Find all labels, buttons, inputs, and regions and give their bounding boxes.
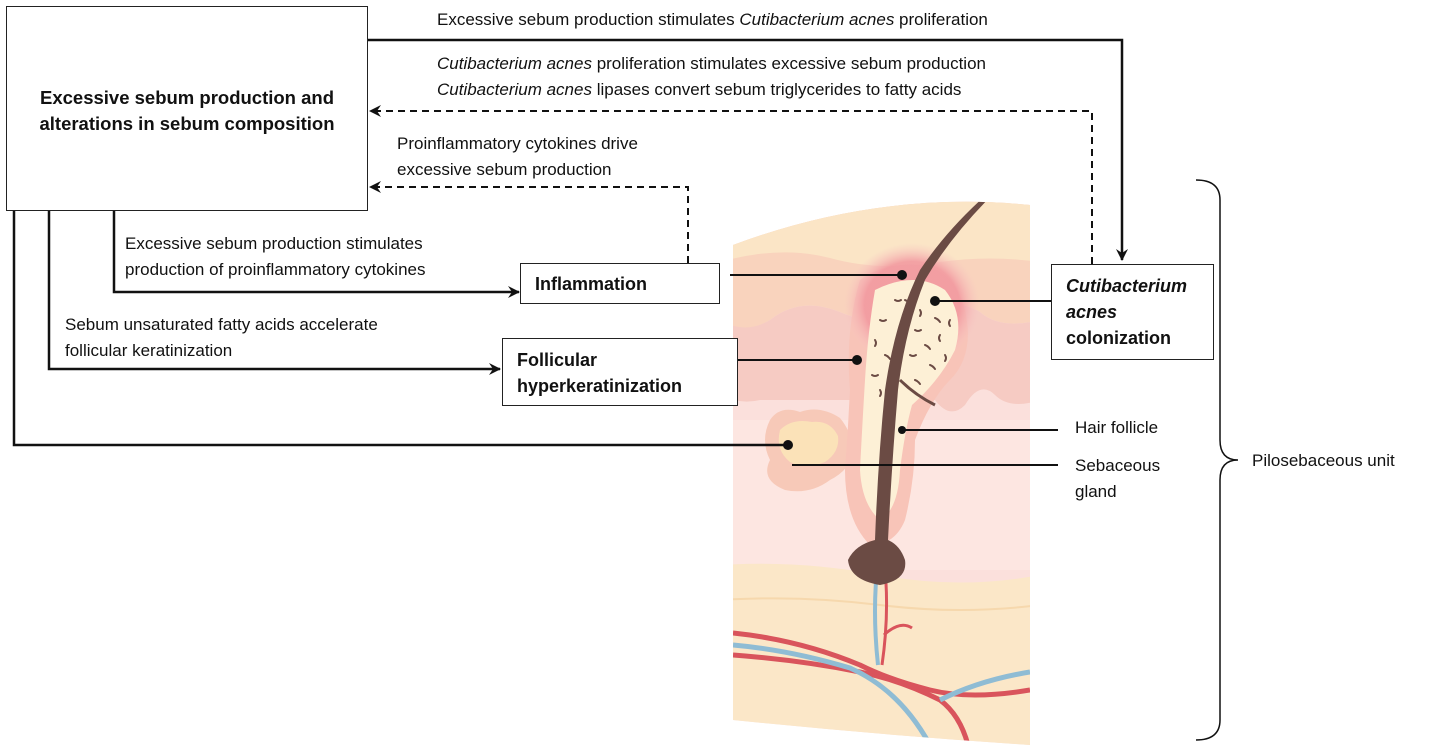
cacnes-box-line3: colonization	[1066, 328, 1171, 348]
inflammation-box: Inflammation	[520, 263, 720, 304]
sebum-box: Excessive sebum production and alteratio…	[6, 6, 368, 211]
cacnes-box: Cutibacterium acnes colonization	[1051, 264, 1214, 360]
arrow-inflammation-to-sebum	[369, 181, 689, 263]
label-top-dashed-2: Cutibacterium acnes lipases convert sebu…	[437, 80, 962, 99]
skin-illustration	[733, 201, 1030, 746]
cacnes-box-line2: acnes	[1066, 302, 1118, 322]
cacnes-box-label: Cutibacterium acnes colonization	[1066, 273, 1187, 351]
sebum-box-label: Excessive sebum production and alteratio…	[39, 87, 335, 134]
arrow-sebum-to-hyperkeratinization	[47, 210, 501, 375]
label-top-dashed-1: Cutibacterium acnes proliferation stimul…	[437, 54, 986, 73]
arrow-sebum-to-cacnes	[367, 38, 1128, 261]
label-pilosebaceous-unit: Pilosebaceous unit	[1252, 451, 1395, 470]
label-hair-follicle: Hair follicle	[1075, 418, 1159, 437]
label-sebum-stimulates-cytokines: Excessive sebum production stimulates pr…	[125, 234, 426, 279]
label-fatty-acids-accelerate: Sebum unsaturated fatty acids accelerate…	[65, 315, 378, 360]
label-cytokines-drive: Proinflammatory cytokines drive excessiv…	[397, 134, 638, 179]
arrow-cacnes-to-sebum	[369, 105, 1093, 264]
pilosebaceous-brace	[1195, 179, 1239, 741]
label-sebaceous-gland: Sebaceous gland	[1075, 456, 1161, 501]
hyperkeratinization-box-label: Follicular hyperkeratinization	[517, 350, 683, 396]
line-sebum-to-gland	[12, 210, 788, 447]
cacnes-box-line1: Cutibacterium	[1066, 276, 1188, 296]
hyperkeratinization-box: Follicular hyperkeratinization	[502, 338, 738, 406]
inflammation-box-label: Inflammation	[535, 274, 648, 294]
label-top-solid: Excessive sebum production stimulates Cu…	[437, 10, 988, 29]
arrow-sebum-to-inflammation	[112, 210, 520, 298]
